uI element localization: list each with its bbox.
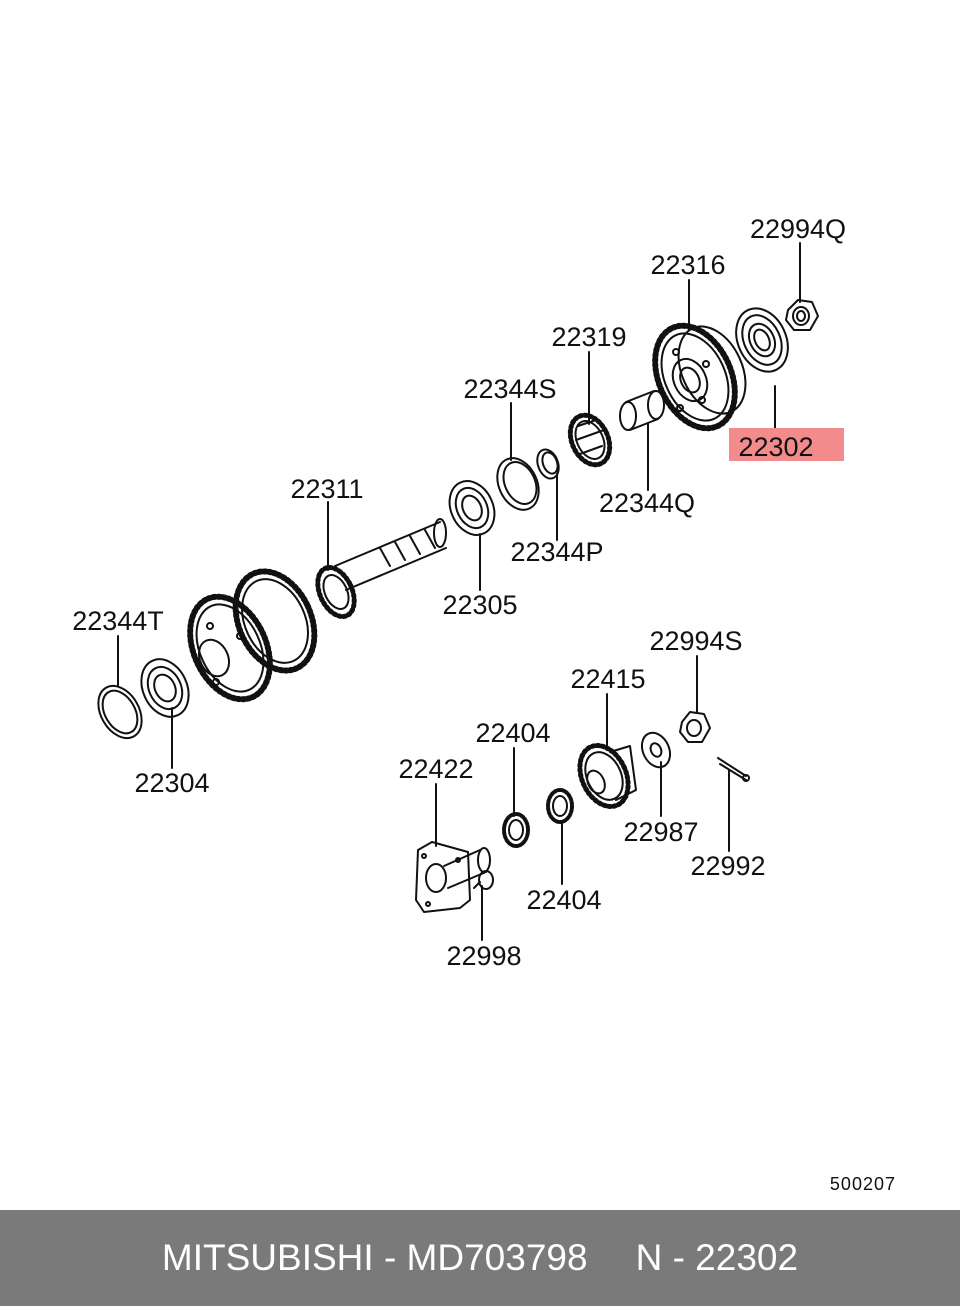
highlight-22302 bbox=[729, 428, 844, 461]
ring-22344p bbox=[536, 448, 560, 480]
label-22404-lower[interactable]: 22404 bbox=[526, 885, 601, 915]
ring-22344t bbox=[97, 684, 143, 740]
label-22344p[interactable]: 22344P bbox=[510, 537, 603, 567]
gear-22415 bbox=[577, 743, 637, 809]
shaft-22311 bbox=[187, 518, 447, 703]
cotter-pin-22992 bbox=[717, 757, 750, 782]
sleeve-22344q bbox=[619, 390, 665, 431]
label-22344q[interactable]: 22344Q bbox=[599, 488, 695, 518]
label-22319[interactable]: 22319 bbox=[551, 322, 626, 352]
label-22344s[interactable]: 22344S bbox=[463, 374, 556, 404]
footer-bar: MITSUBISHI - MD703798 N - 22302 bbox=[0, 1210, 960, 1306]
label-22998[interactable]: 22998 bbox=[446, 941, 521, 971]
bolt-22998 bbox=[473, 870, 494, 890]
bearing-22305 bbox=[448, 480, 496, 536]
label-22305[interactable]: 22305 bbox=[442, 590, 517, 620]
label-22404-upper[interactable]: 22404 bbox=[475, 718, 550, 748]
footer-brand-part: MITSUBISHI - MD703798 bbox=[161, 1237, 588, 1278]
label-22304[interactable]: 22304 bbox=[134, 768, 209, 798]
label-22422[interactable]: 22422 bbox=[398, 754, 473, 784]
leader-lines bbox=[117, 242, 801, 941]
parts-diagram: 22994Q 22316 22319 22344S 22302 22344Q 2… bbox=[72, 214, 896, 1194]
label-22994q[interactable]: 22994Q bbox=[750, 214, 846, 244]
bearing-22302 bbox=[735, 307, 789, 373]
pinion-22319 bbox=[567, 412, 613, 468]
ring-22344s bbox=[496, 457, 540, 511]
label-22311[interactable]: 22311 bbox=[290, 474, 363, 504]
label-22344t[interactable]: 22344T bbox=[72, 606, 164, 636]
label-22316[interactable]: 22316 bbox=[650, 250, 725, 280]
label-22992[interactable]: 22992 bbox=[690, 851, 765, 881]
nut-22994q bbox=[785, 299, 819, 331]
footer-ref-part: N - 22302 bbox=[635, 1237, 799, 1278]
nut-22994s bbox=[679, 711, 711, 743]
drawing-code: 500207 bbox=[830, 1174, 896, 1194]
label-22994s[interactable]: 22994S bbox=[649, 626, 742, 656]
needle-bearing-22404-lower bbox=[502, 812, 530, 848]
washer-22987 bbox=[640, 731, 672, 769]
label-22302[interactable]: 22302 bbox=[738, 432, 813, 462]
label-22415[interactable]: 22415 bbox=[570, 664, 645, 694]
needle-bearing-22404-upper bbox=[546, 788, 574, 824]
label-22987[interactable]: 22987 bbox=[623, 817, 698, 847]
bearing-22304 bbox=[140, 658, 190, 718]
flange-shaft-22422 bbox=[415, 841, 491, 913]
part-labels: 22994Q 22316 22319 22344S 22302 22344Q 2… bbox=[72, 214, 846, 971]
gear-22316 bbox=[652, 322, 747, 432]
